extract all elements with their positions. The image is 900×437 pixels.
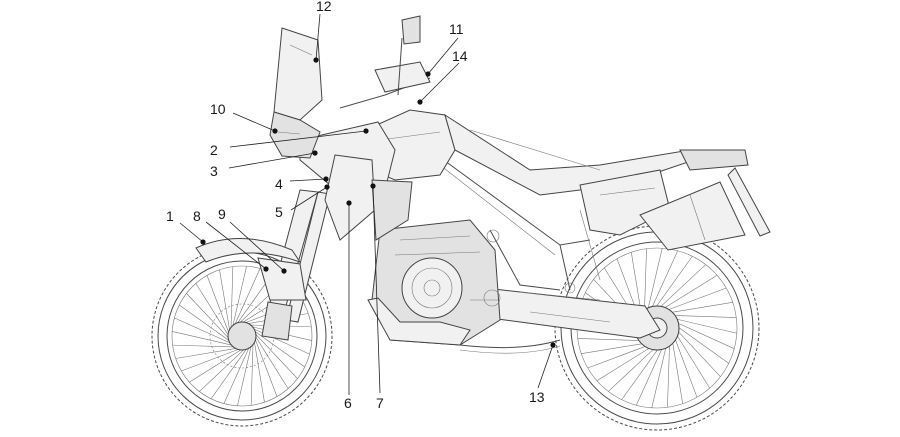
spoke [186, 293, 232, 341]
spoke [189, 347, 245, 383]
side-panel [299, 121, 413, 241]
spoke [219, 269, 231, 334]
spoke [251, 329, 305, 368]
spoke [231, 266, 247, 330]
rear-fender [727, 167, 771, 237]
windscreen [273, 27, 323, 121]
spoke [253, 333, 289, 389]
spoke [253, 338, 265, 403]
callout-3: 3 [210, 163, 218, 179]
callout-8: 8 [193, 208, 201, 224]
spoke [175, 347, 240, 359]
callout-4: 4 [275, 176, 283, 192]
exhaust-pipe [459, 339, 561, 354]
spoke [253, 335, 278, 397]
handlebar [339, 61, 431, 109]
spoke [206, 275, 231, 337]
swingarm [484, 287, 661, 339]
callout-2: 2 [210, 142, 218, 158]
spoke [230, 266, 234, 332]
callout-6: 6 [344, 395, 352, 411]
callout-9: 9 [218, 206, 226, 222]
spoke [174, 317, 234, 345]
spoke [250, 327, 310, 355]
spoke [199, 346, 247, 392]
spoke [233, 268, 261, 328]
mirror [397, 15, 421, 96]
spoke [252, 331, 298, 379]
callout-11: 11 [449, 21, 464, 37]
callout-7: 7 [376, 395, 384, 411]
callout-labels: 1 2 3 4 5 6 7 8 9 10 11 12 13 14 [166, 0, 545, 411]
rear-rack [679, 149, 749, 171]
spoke [172, 331, 236, 347]
engine [371, 219, 501, 346]
callout-12: 12 [316, 0, 332, 14]
spoke [223, 344, 251, 404]
spoke [179, 304, 233, 343]
spoke [181, 347, 243, 372]
leader-dots [200, 57, 556, 348]
leader-lines [179, 13, 554, 395]
skid-plate [367, 297, 471, 346]
headlight-fairing [269, 111, 321, 159]
callout-5: 5 [275, 204, 283, 220]
spoke [250, 340, 254, 406]
callout-14: 14 [452, 48, 468, 64]
callout-10: 10 [210, 101, 226, 117]
spoke [172, 344, 238, 348]
callout-1: 1 [166, 208, 174, 224]
front-fender [195, 237, 307, 301]
spoke [210, 345, 249, 399]
spoke [195, 283, 231, 339]
callout-13: 13 [529, 389, 545, 405]
muffler [639, 181, 746, 251]
frame [429, 149, 601, 294]
spoke [237, 342, 253, 406]
